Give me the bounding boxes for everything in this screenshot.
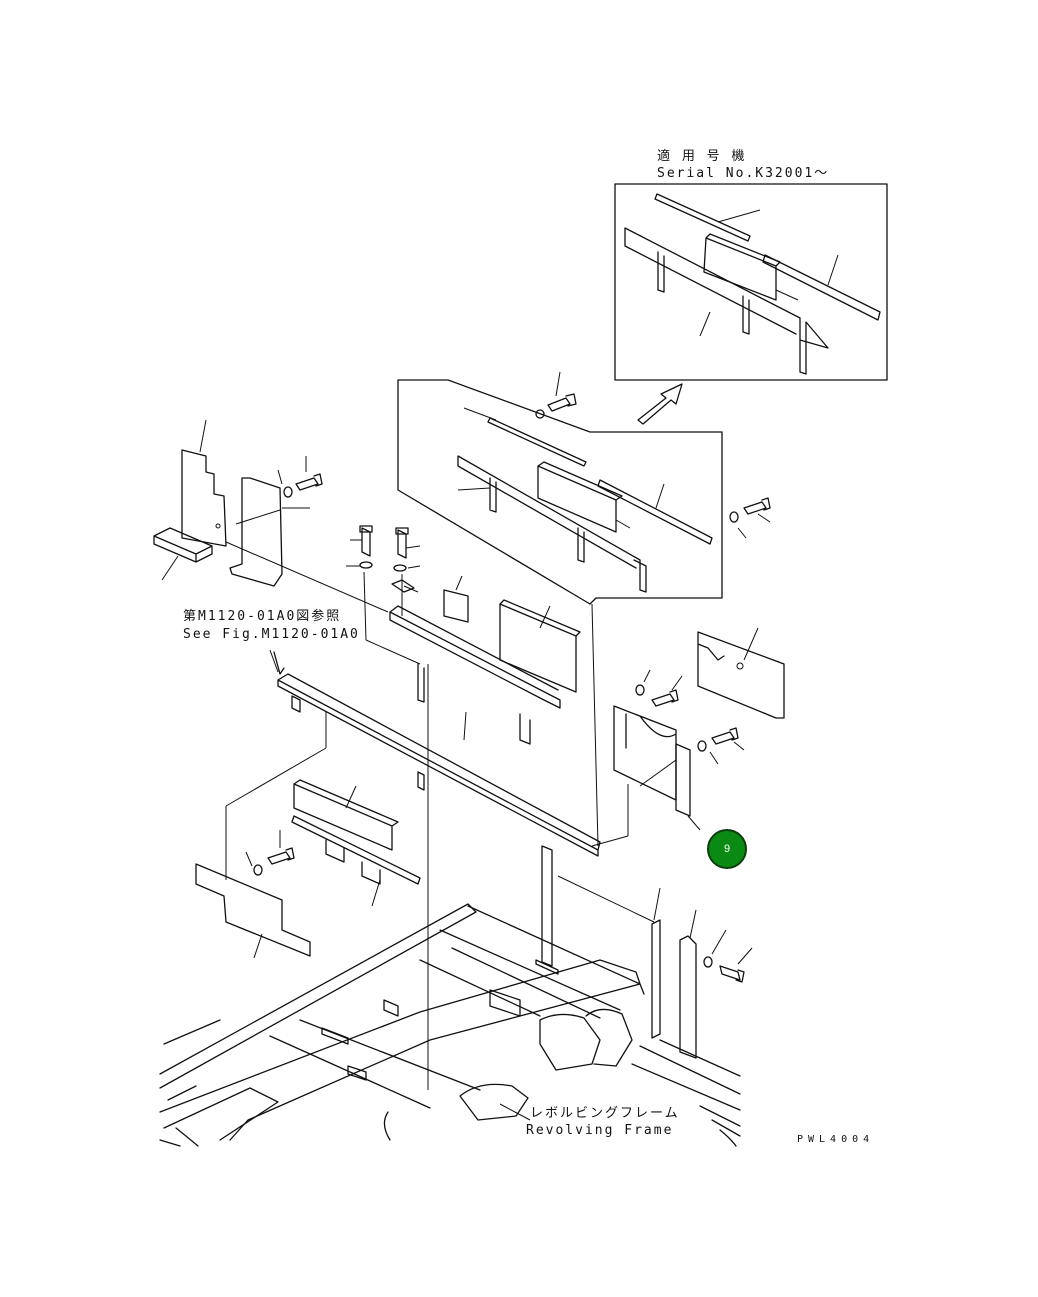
reference-en-label: See Fig.M1120-01A0 bbox=[183, 627, 360, 642]
drawing-code-label: PWL4004 bbox=[797, 1134, 875, 1145]
frame-en-label: Revolving Frame bbox=[526, 1123, 674, 1138]
serial-number-label: Serial No.K32001～ bbox=[657, 166, 830, 181]
bolt-icon bbox=[535, 371, 577, 419]
bolt-icon bbox=[697, 727, 745, 765]
upper-group-outline bbox=[397, 379, 723, 605]
reference-jp-label: 第M1120-01A0図参照 bbox=[183, 609, 342, 624]
bolt-icon bbox=[359, 525, 373, 569]
left-cover-panel bbox=[181, 449, 227, 547]
bolt-icon bbox=[729, 497, 771, 539]
applicability-jp-label: 適 用 号 機 bbox=[657, 149, 747, 164]
bolt-icon bbox=[635, 669, 683, 707]
bolt-icon bbox=[393, 527, 409, 572]
main-bracket bbox=[277, 673, 601, 857]
frame-jp-label: レボルビングフレーム bbox=[530, 1106, 680, 1121]
revolving-frame-drawing bbox=[159, 903, 741, 1147]
inset-detail-box bbox=[614, 183, 888, 381]
bolt-icon bbox=[277, 456, 323, 498]
callout-marker-label: 9 bbox=[723, 843, 731, 855]
inset-arrow-icon bbox=[637, 383, 683, 425]
reference-arrow-icon bbox=[273, 651, 285, 675]
bolt-icon bbox=[703, 929, 753, 983]
callout-marker-icon[interactable]: 9 bbox=[707, 829, 747, 869]
bolt-icon bbox=[245, 830, 295, 876]
